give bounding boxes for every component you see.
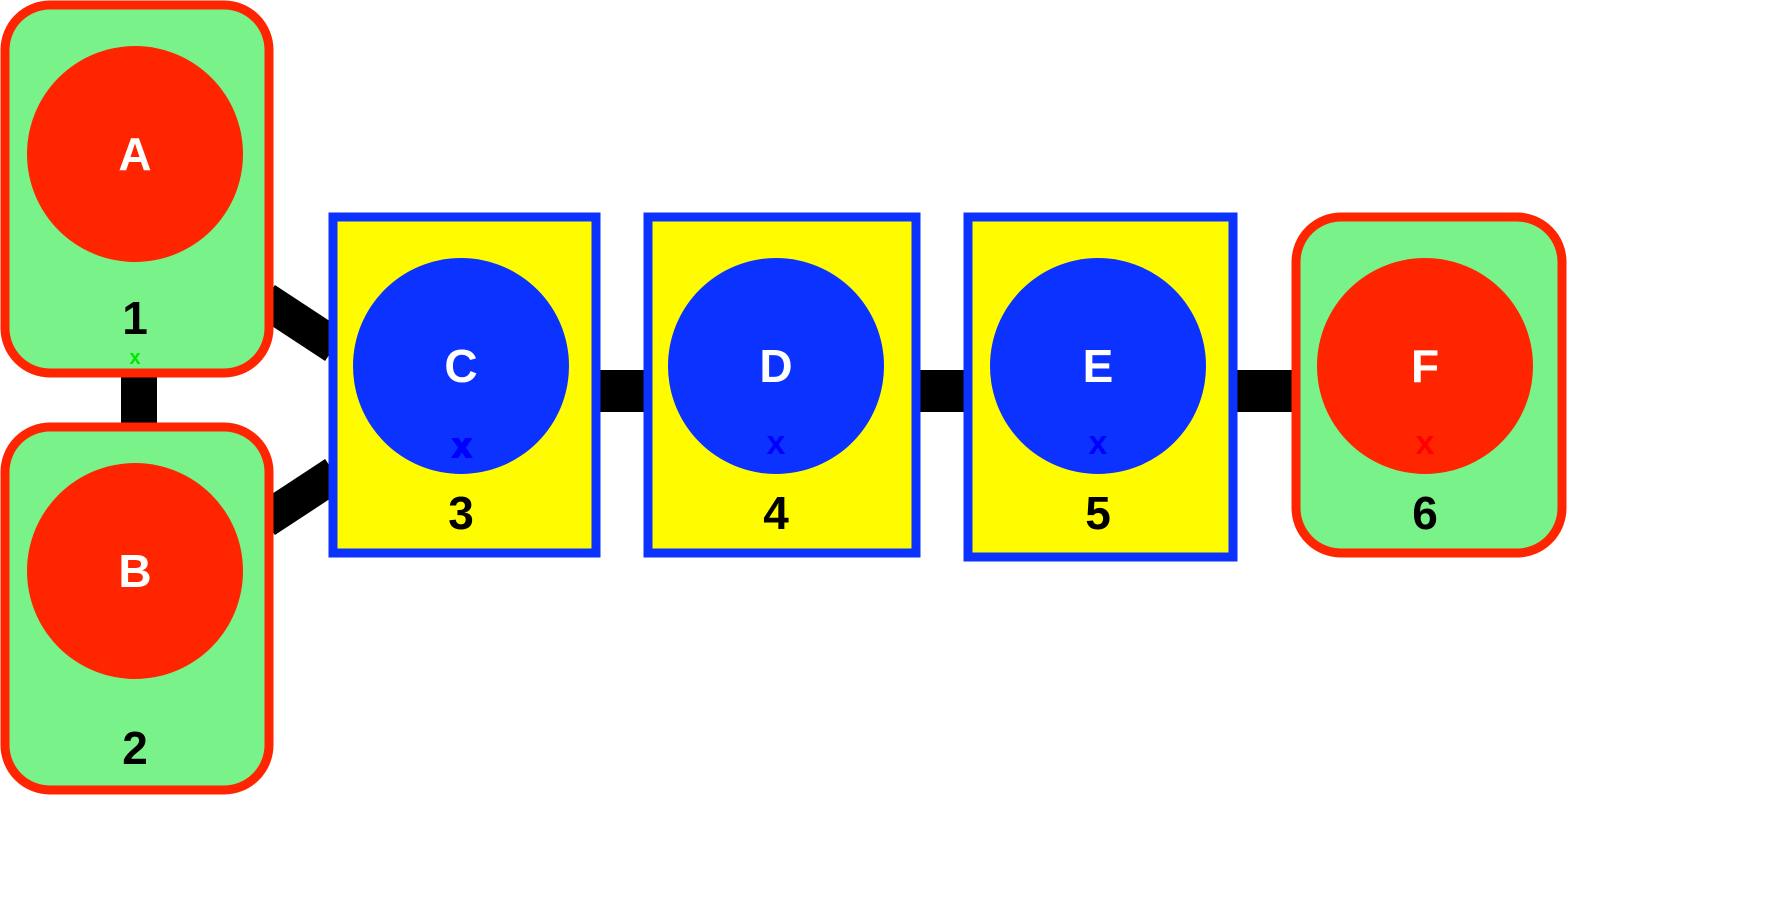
node-a[interactable]: A 1 x	[0, 0, 274, 378]
node-f-label: F	[1411, 340, 1439, 392]
edge-a-b	[121, 370, 157, 430]
node-c[interactable]: C x 3	[328, 212, 601, 558]
node-d[interactable]: D x 4	[643, 212, 921, 558]
node-c-number: 3	[448, 487, 474, 539]
node-c-circle	[353, 258, 569, 474]
node-e[interactable]: E x 5	[963, 212, 1238, 562]
edge-e-f	[1234, 370, 1294, 412]
node-b-circle	[27, 463, 243, 679]
node-d-circle	[668, 258, 884, 474]
edge-b-c	[255, 458, 345, 536]
node-d-mark: x	[767, 424, 786, 462]
node-e-label: E	[1083, 340, 1114, 392]
edge-a-c	[255, 284, 345, 362]
node-f-number: 6	[1412, 487, 1438, 539]
node-a-circle	[27, 46, 243, 262]
edges	[121, 284, 1294, 536]
node-a-number: 1	[122, 292, 148, 344]
node-b-label: B	[118, 545, 151, 597]
edge-c-d	[596, 370, 646, 412]
node-f[interactable]: F x 6	[1291, 212, 1567, 558]
node-d-label: D	[759, 340, 792, 392]
node-f-circle	[1317, 258, 1533, 474]
node-a-label: A	[118, 128, 151, 180]
node-b[interactable]: B 2	[0, 422, 274, 795]
node-e-circle	[990, 258, 1206, 474]
node-f-mark: x	[1416, 424, 1435, 462]
edge-d-e	[916, 370, 966, 412]
node-e-number: 5	[1085, 487, 1111, 539]
node-c-label: C	[444, 340, 477, 392]
node-b-number: 2	[122, 722, 148, 774]
node-d-number: 4	[763, 487, 789, 539]
node-c-mark: x	[453, 427, 472, 465]
node-a-mark: x	[129, 347, 140, 369]
node-e-mark: x	[1089, 424, 1108, 462]
